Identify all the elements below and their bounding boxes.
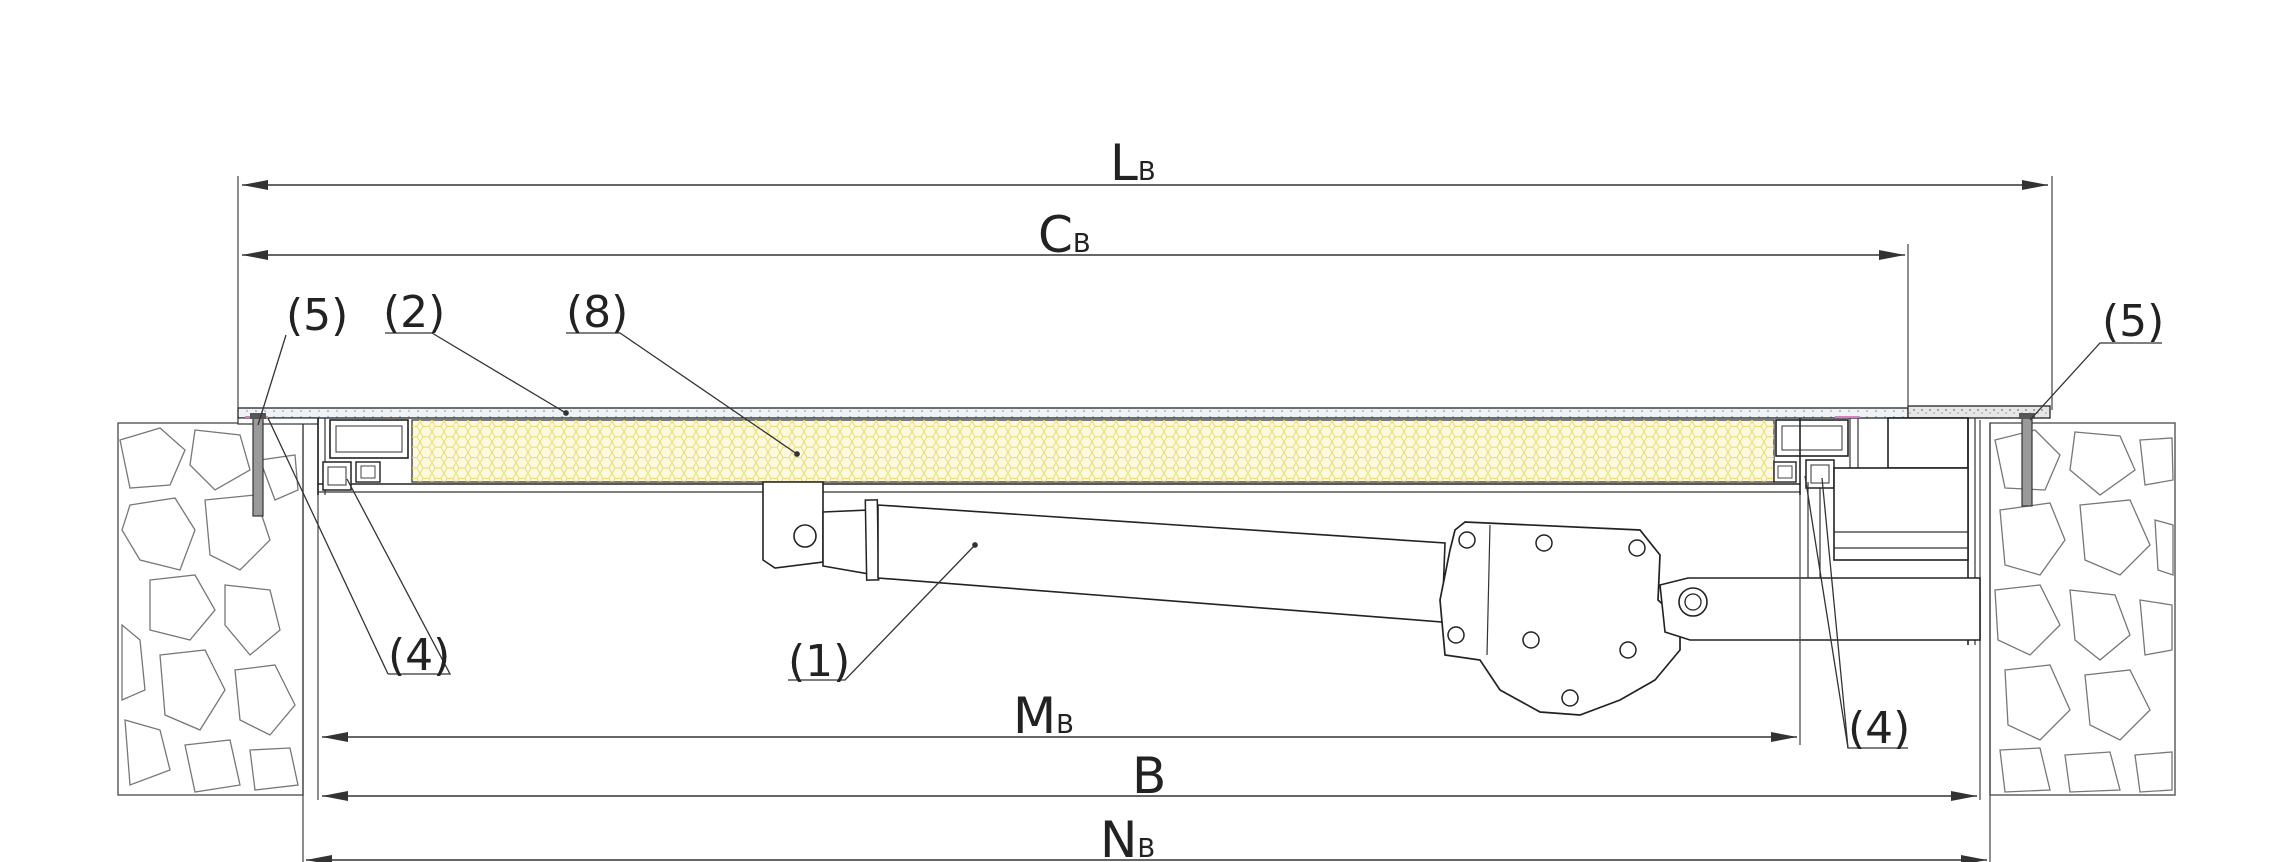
- left-stone-block: [117, 422, 304, 796]
- cover-assembly: [237, 405, 2051, 645]
- callout-4-left: (4): [388, 630, 450, 681]
- callout-labels: (5) (2) (8) (5) (4) (1) (4): [286, 287, 2164, 754]
- dimension-cb: [242, 250, 1905, 260]
- dimension-mb-label: MB: [1013, 687, 1074, 745]
- dimension-nb-label: NB: [1100, 811, 1155, 862]
- hydraulic-actuator: [762, 481, 1981, 716]
- dimension-nb: [306, 855, 1987, 862]
- dimension-b-label: B: [1132, 747, 1166, 805]
- callout-4-right: (4): [1848, 703, 1910, 754]
- dimension-lb: [242, 180, 2048, 190]
- right-anchor-bolt: [2019, 413, 2035, 507]
- callout-5-right: (5): [2102, 296, 2164, 347]
- right-stone-block: [1989, 422, 2176, 796]
- dimension-lines: LB CB MB B NB: [237, 134, 2053, 862]
- callout-2: (2): [383, 287, 445, 338]
- callout-leaders: [257, 332, 2162, 749]
- callout-5-left: (5): [286, 290, 348, 341]
- left-anchor-bolt: [250, 413, 266, 517]
- dimension-b: [322, 791, 1977, 801]
- callout-1: (1): [788, 636, 850, 687]
- dimension-lb-label: LB: [1110, 134, 1156, 192]
- dimension-cb-label: CB: [1038, 206, 1091, 264]
- callout-8: (8): [566, 287, 628, 338]
- dimension-mb: [322, 732, 1797, 742]
